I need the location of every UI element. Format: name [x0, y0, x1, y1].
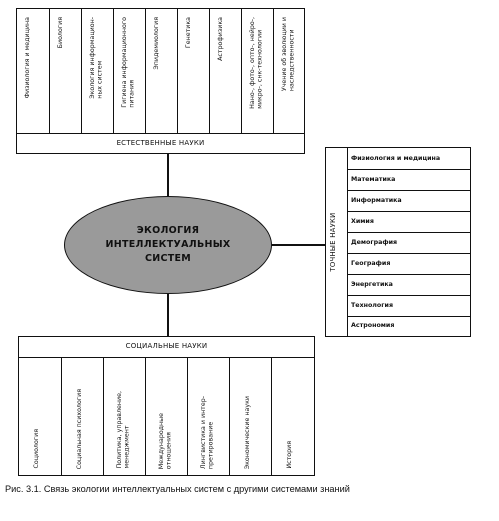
social-sciences-box: СОЦИАЛЬНЫЕ НАУКИ Социология Социальная п… [18, 336, 315, 476]
social-item: Политика, управление, менеджмент [116, 391, 131, 469]
connector-social [167, 294, 169, 336]
exact-item: Энергетика [351, 281, 393, 288]
exact-sciences-box: ТОЧНЫЕ НАУКИ Физиология и медицина Матем… [325, 147, 471, 337]
natural-banner-row: ЕСТЕСТВЕННЫЕ НАУКИ [17, 133, 304, 153]
exact-item: Астрономия [351, 322, 395, 329]
natural-item: Учение об эволюции и наследственности [281, 17, 296, 92]
social-item: Экономические науки [244, 395, 251, 469]
natural-cell: Гигиена информационного питания [113, 9, 146, 153]
exact-item: Математика [351, 176, 396, 183]
natural-cell: Физиология и медицина [17, 9, 49, 153]
exact-divider [347, 316, 470, 317]
social-cell: Социология [19, 358, 61, 475]
natural-item: Астрофизика [217, 17, 224, 61]
social-cell: Экономические науки [229, 358, 272, 475]
social-banner-divider: Социология Социальная психология Политик… [19, 357, 314, 475]
exact-banner-column: ТОЧНЫЕ НАУКИ [326, 148, 348, 336]
connector-natural [167, 154, 169, 196]
natural-cell: Учение об эволюции и наследственности [273, 9, 305, 153]
ecology-intelligent-systems-node: ЭКОЛОГИЯ ИНТЕЛЛЕКТУАЛЬНЫХ СИСТЕМ [64, 196, 272, 294]
exact-divider [347, 211, 470, 212]
exact-sciences-title: ТОЧНЫЕ НАУКИ [329, 212, 337, 272]
center-line: ЭКОЛОГИЯ [136, 225, 200, 236]
natural-cell: Генетика [177, 9, 210, 153]
natural-cell: Эпидемиология [145, 9, 178, 153]
exact-item: Технология [351, 302, 393, 309]
natural-cell: Нано-, фото-, опто-, нейро-, микро-, снк… [241, 9, 274, 153]
center-line: ИНТЕЛЛЕКТУАЛЬНЫХ [105, 239, 231, 250]
social-cell: Политика, управление, менеджмент [103, 358, 146, 475]
natural-item: Генетика [185, 17, 192, 49]
exact-divider [347, 253, 470, 254]
social-item: Лингвистика и интер- претирование [200, 395, 215, 469]
social-cell: Социальная психология [61, 358, 104, 475]
natural-cell: Астрофизика [209, 9, 242, 153]
natural-sciences-box: Физиология и медицина Биология Экология … [16, 8, 305, 154]
natural-item: Эпидемиология [153, 17, 160, 70]
exact-item: Демография [351, 239, 398, 246]
exact-item: География [351, 260, 391, 267]
social-cell: История [271, 358, 315, 475]
social-item: Социология [33, 429, 40, 469]
social-item: Международные отношения [158, 412, 173, 469]
natural-item: Экология информацион- ных систем [89, 17, 104, 99]
social-cell: Лингвистика и интер- претирование [187, 358, 230, 475]
social-sciences-title: СОЦИАЛЬНЫЕ НАУКИ [125, 342, 208, 350]
exact-divider [347, 190, 470, 191]
social-item: История [286, 441, 293, 469]
exact-divider [347, 232, 470, 233]
exact-item: Химия [351, 218, 374, 225]
exact-item: Информатика [351, 197, 402, 204]
exact-item: Физиология и медицина [351, 155, 441, 162]
exact-divider [347, 274, 470, 275]
social-cell: Международные отношения [145, 358, 188, 475]
natural-cell: Биология [49, 9, 82, 153]
figure-caption: Рис. 3.1. Связь экологии интеллектуальны… [5, 484, 350, 494]
natural-item: Нано-, фото-, опто-, нейро-, микро-, снк… [249, 17, 264, 109]
connector-exact [272, 244, 325, 246]
social-item: Социальная психология [76, 388, 83, 469]
natural-item: Биология [57, 17, 64, 49]
exact-divider [347, 169, 470, 170]
natural-cell: Экология информацион- ных систем [81, 9, 114, 153]
center-line: СИСТЕМ [144, 253, 192, 264]
natural-item: Гигиена информационного питания [121, 17, 136, 108]
natural-item: Физиология и медицина [24, 17, 31, 99]
exact-divider [347, 295, 470, 296]
natural-sciences-title: ЕСТЕСТВЕННЫЕ НАУКИ [116, 139, 205, 147]
